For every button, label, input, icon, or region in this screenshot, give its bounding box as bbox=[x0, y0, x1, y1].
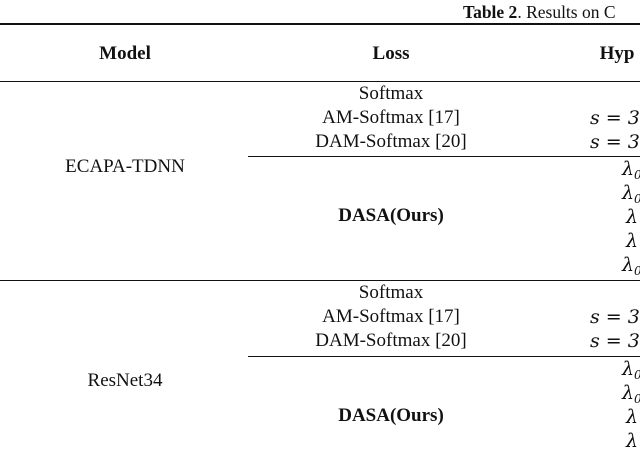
hyp-cell: s = 3 bbox=[590, 306, 640, 328]
loss-cell: DAM-Softmax [20] bbox=[315, 330, 467, 351]
loss-cell: Softmax bbox=[358, 83, 424, 104]
group-rule bbox=[0, 280, 640, 281]
hyp-cell: λ bbox=[626, 230, 639, 252]
table-caption: Table 2. Results on C bbox=[463, 2, 616, 22]
subscript: 0 bbox=[634, 264, 640, 278]
hyp-cell: λ0 bbox=[622, 357, 640, 387]
hyp-cell: s = 3 bbox=[590, 131, 640, 153]
header-rule bbox=[0, 81, 640, 82]
caption-text: . Results on C bbox=[517, 2, 616, 22]
loss-cell: AM-Softmax [17] bbox=[322, 107, 460, 128]
subscript: 0 bbox=[634, 168, 640, 182]
group-divider bbox=[248, 156, 640, 157]
loss-cell: DAM-Softmax [20] bbox=[315, 131, 467, 152]
hyp-cell: λ0 bbox=[622, 253, 640, 283]
hyp-cell: λ bbox=[626, 406, 639, 428]
subscript: 0 bbox=[634, 192, 640, 206]
hyp-cell: s = 3 bbox=[590, 330, 640, 352]
hyp-cell: λ0 bbox=[622, 381, 640, 411]
loss-cell-ours: DASA(Ours) bbox=[338, 205, 444, 226]
model-resnet34: ResNet34 bbox=[87, 370, 163, 391]
loss-cell-ours: DASA(Ours) bbox=[338, 405, 444, 426]
hyp-cell: λ0 bbox=[622, 157, 640, 187]
header-model: Model bbox=[99, 43, 151, 64]
group-divider bbox=[248, 356, 640, 357]
loss-cell: Softmax bbox=[358, 282, 424, 303]
subscript: 0 bbox=[634, 392, 640, 406]
loss-cell: AM-Softmax [17] bbox=[322, 306, 460, 327]
hyp-cell: λ0 bbox=[622, 181, 640, 211]
top-rule bbox=[0, 23, 640, 25]
hyp-cell: λ bbox=[626, 206, 639, 228]
hyp-cell: s = 3 bbox=[590, 107, 640, 129]
header-loss: Loss bbox=[372, 43, 410, 64]
header-hyperparameters: Hyp bbox=[599, 43, 635, 64]
subscript: 0 bbox=[634, 368, 640, 382]
hyp-cell: λ bbox=[626, 430, 639, 452]
caption-label: Table 2 bbox=[463, 2, 518, 22]
model-ecapa-tdnn: ECAPA-TDNN bbox=[65, 156, 185, 177]
